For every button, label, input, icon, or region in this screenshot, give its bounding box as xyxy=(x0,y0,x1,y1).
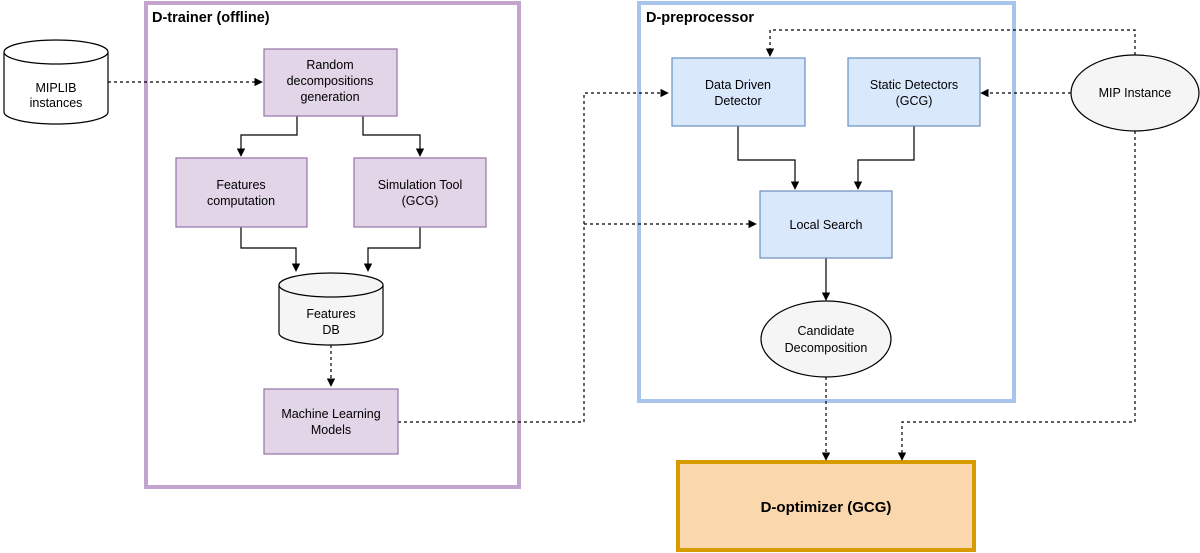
candidate-decomposition-label-1: Candidate xyxy=(798,324,855,338)
local-search-node: Local Search xyxy=(759,190,893,259)
edge-features-to-db xyxy=(240,227,301,272)
edge-ml-to-preproc xyxy=(398,88,669,423)
miplib-label: MIPLIB xyxy=(36,81,77,95)
trainer-container: D-trainer (offline) xyxy=(144,1,521,489)
candidate-decomposition-node: Candidate Decomposition xyxy=(760,300,892,378)
random-decompositions-box xyxy=(263,48,398,117)
ml-models-box xyxy=(263,388,399,455)
preprocessor-container-title: D-preprocessor xyxy=(646,10,754,26)
data-driven-detector-node: Data Driven Detector xyxy=(671,57,806,127)
data-driven-detector-label-2: Detector xyxy=(714,94,761,108)
edge-mip-to-optimizer xyxy=(897,131,1136,461)
mip-instance-label: MIP Instance xyxy=(1099,86,1172,100)
optimizer-box: D-optimizer (GCG) xyxy=(676,460,976,552)
features-db-label-1: Features xyxy=(306,307,355,321)
ml-models-node: Machine Learning Models xyxy=(263,388,399,455)
miplib-cylinder-top xyxy=(3,39,109,65)
edge-random-to-simulation xyxy=(362,116,425,157)
trainer-container-title: D-trainer (offline) xyxy=(152,10,270,26)
mip-instance-ellipse xyxy=(1070,54,1200,132)
edge-datadriven-to-local xyxy=(737,126,800,190)
optimizer-box-frame xyxy=(676,460,976,552)
data-driven-detector-box xyxy=(671,57,806,127)
random-decompositions-label-1: Random xyxy=(306,58,353,72)
local-search-label: Local Search xyxy=(790,218,863,232)
edge-static-to-local xyxy=(853,126,915,190)
trainer-container-frame xyxy=(144,1,521,489)
candidate-decomposition-label-2: Decomposition xyxy=(785,341,868,355)
ml-models-label-2: Models xyxy=(311,423,351,437)
features-computation-node: Features computation xyxy=(175,157,308,228)
local-search-box xyxy=(759,190,893,259)
random-decompositions-node: Random decompositions generation xyxy=(263,48,398,117)
static-detectors-node: Static Detectors (GCG) xyxy=(847,57,981,127)
edge-random-to-features xyxy=(236,116,298,157)
static-detectors-label-1: Static Detectors xyxy=(870,78,958,92)
optimizer-label: D-optimizer (GCG) xyxy=(761,499,892,516)
miplib-database: MIPLIB instances xyxy=(3,39,109,125)
edge-simulation-to-db xyxy=(363,227,421,272)
features-computation-label-1: Features xyxy=(216,178,265,192)
ml-models-label-1: Machine Learning xyxy=(281,407,380,421)
simulation-tool-label-2: (GCG) xyxy=(402,194,439,208)
static-detectors-box xyxy=(847,57,981,127)
edges xyxy=(108,29,1136,461)
features-computation-label-2: computation xyxy=(207,194,275,208)
mip-instance-node: MIP Instance xyxy=(1070,54,1200,132)
static-detectors-label-2: (GCG) xyxy=(896,94,933,108)
features-db-database: Features DB xyxy=(278,272,384,346)
simulation-tool-node: Simulation Tool (GCG) xyxy=(353,157,487,228)
miplib-cylinder-body xyxy=(3,52,109,125)
random-decompositions-label-3: generation xyxy=(300,90,359,104)
random-decompositions-label-2: decompositions xyxy=(287,74,374,88)
features-db-label-2: DB xyxy=(322,323,339,337)
features-db-cylinder-body xyxy=(278,285,384,346)
candidate-decomposition-ellipse xyxy=(760,300,892,378)
simulation-tool-label-1: Simulation Tool xyxy=(378,178,463,192)
edge-mip-to-datadriven xyxy=(765,29,1136,57)
data-driven-detector-label-1: Data Driven xyxy=(705,78,771,92)
miplib-label-2: instances xyxy=(30,96,83,110)
simulation-tool-box xyxy=(353,157,487,228)
features-computation-box xyxy=(175,157,308,228)
features-db-cylinder-top xyxy=(278,272,384,298)
